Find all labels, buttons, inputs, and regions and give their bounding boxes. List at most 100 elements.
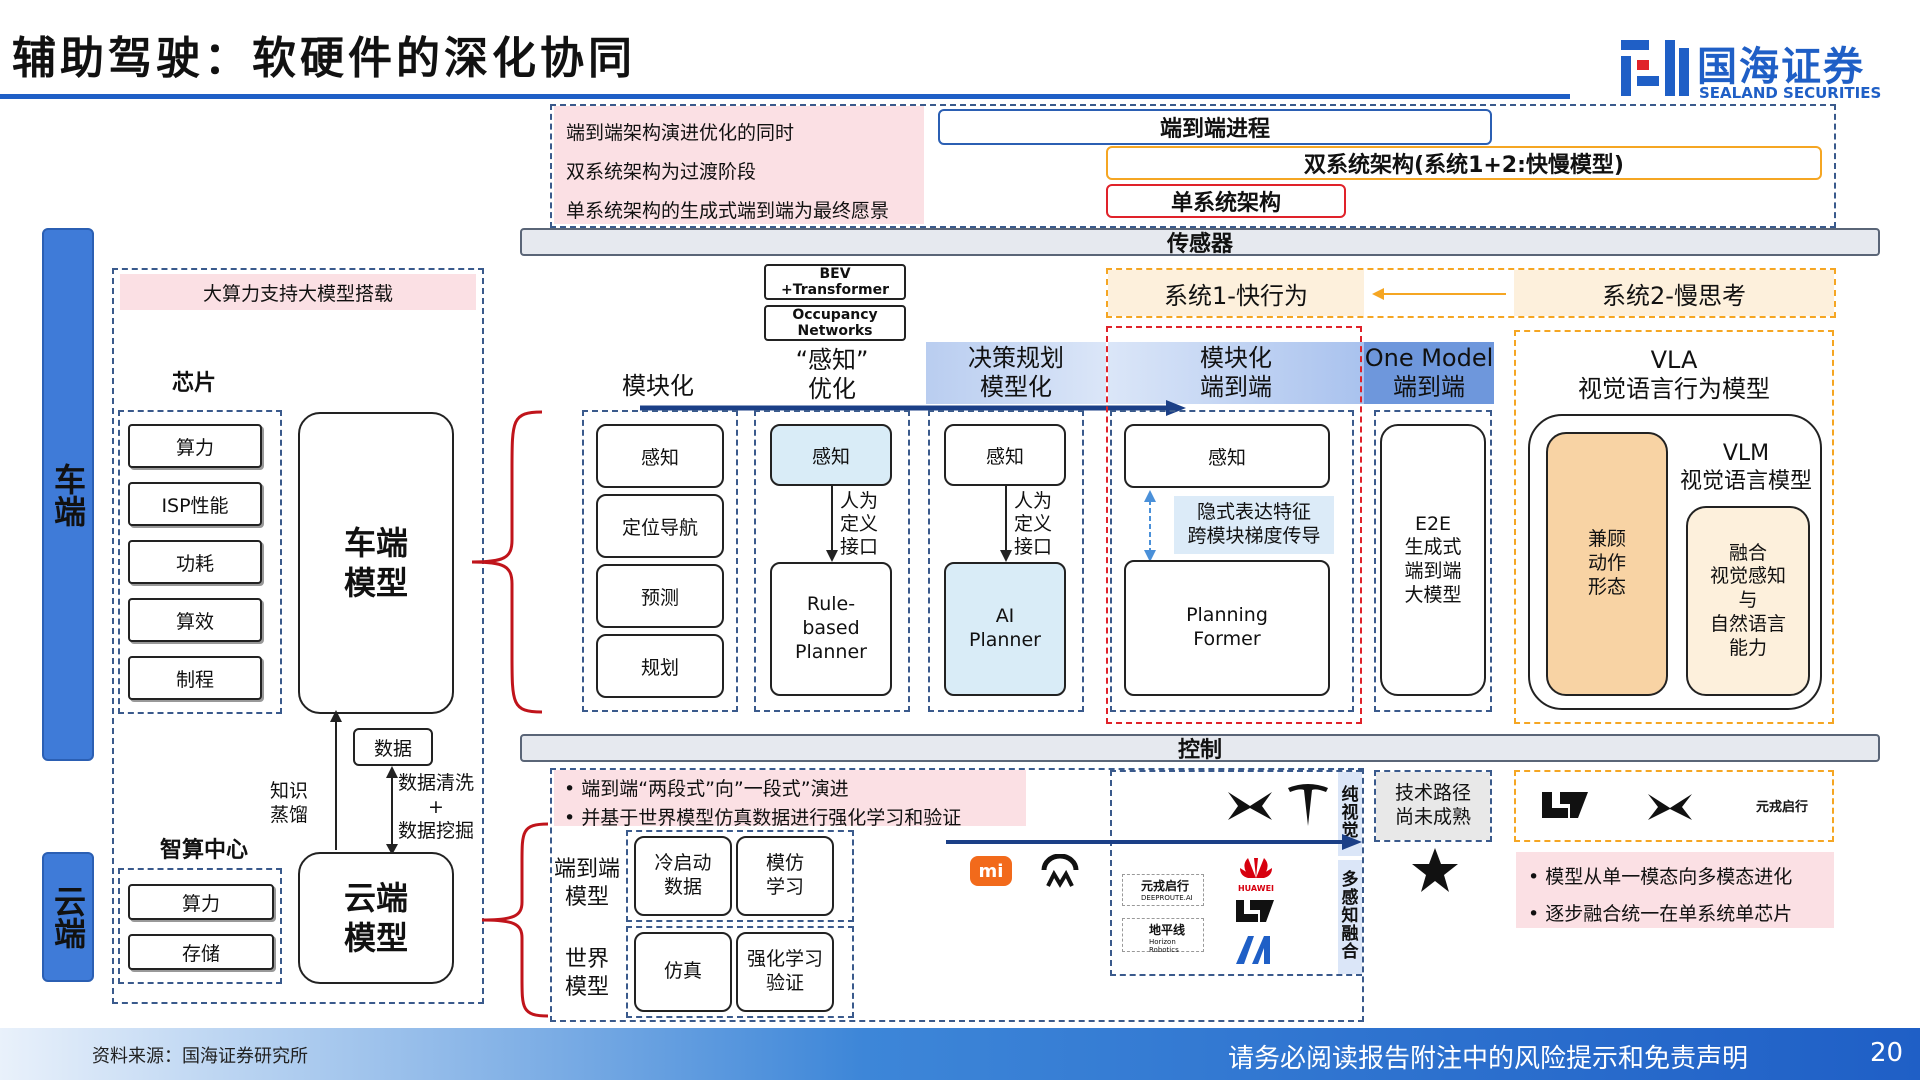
control-text: 控制	[1177, 738, 1222, 763]
world-cells-frame	[626, 926, 854, 1018]
bottom-frame	[550, 768, 1364, 1022]
tech-route-bg: 技术路径 尚未成熟	[1376, 772, 1490, 840]
col5-box: E2E 生成式 端到端 大模型	[1380, 424, 1486, 696]
company-logo: 国海证券 SEALAND SECURITIES	[1615, 34, 1915, 104]
col3-mid: 人为 定义 接口	[1014, 490, 1053, 558]
col3-frame	[928, 410, 1084, 712]
bullet-icon: •	[1528, 903, 1546, 925]
footer-bar	[0, 1028, 1920, 1080]
tech-frame	[1374, 770, 1492, 842]
page-title: 辅助驾驶：软硬件的深化协同	[12, 33, 636, 84]
stage-modular-e2e-bg: 模块化 端到端	[1108, 342, 1364, 404]
col4-top-box: 感知	[1124, 424, 1330, 488]
huawei-text: HUAWEI	[1237, 884, 1275, 893]
car-end-text: 车端	[49, 462, 87, 527]
note-item: • 端到端“两段式”向”一段式”演进	[564, 774, 1016, 801]
col6-outer-box	[1528, 414, 1822, 710]
stage-modular-e2e: 模块化 端到端	[1200, 344, 1272, 401]
right-notes-list: • 模型从单一模态向多模态进化 • 逐步融合统一在单系统单芯片	[1528, 862, 1822, 926]
col6-left: 兼顾 动作 形态	[1587, 528, 1626, 598]
data-arrows	[330, 710, 398, 855]
aito-logo-icon	[1236, 936, 1270, 964]
huawei-petals-icon	[1240, 858, 1272, 878]
note-text: 单系统架构的生成式端到端为最终愿景	[566, 200, 890, 222]
col3-bot-box: AI Planner	[944, 562, 1066, 696]
xpeng-logo-icon	[1228, 792, 1272, 820]
evolution-arrow-icon	[640, 400, 1186, 416]
col1-item: 定位导航	[596, 494, 724, 558]
sensor-bar: 传感器	[520, 228, 1880, 257]
col6-right-box: 融合 视觉感知 与 自然语言 能力	[1686, 506, 1810, 696]
col5-frame	[1374, 410, 1492, 712]
pure-vision-text: 纯 视 觉	[1341, 785, 1359, 841]
world-model-label: 世界 模型	[564, 947, 609, 1000]
col4-arrow	[1144, 490, 1156, 562]
top-frame	[550, 104, 1836, 228]
note-item: • 逐步融合统一在单系统单芯片	[1528, 899, 1822, 926]
xpeng-logo2-icon	[1648, 794, 1692, 820]
single-system-bar: 单系统架构	[1106, 184, 1346, 218]
stage-modular: 模块化	[622, 372, 694, 400]
col6-left-box: 兼顾 动作 形态	[1546, 432, 1668, 696]
li-auto-logo2-icon	[1542, 792, 1588, 818]
col4-bot-box: Planning Former	[1124, 560, 1330, 696]
note-item: 双系统架构为过渡阶段	[566, 157, 924, 184]
right-brand-frame	[1514, 770, 1834, 842]
col4-red-frame	[1106, 326, 1362, 724]
logo-cn: 国海证券	[1697, 44, 1865, 90]
cloud-model-box: 云端 模型	[298, 852, 454, 984]
single-system-text: 单系统架构	[1170, 191, 1281, 216]
col4-mid-bg: 隐式表达特征 跨模块梯度传导	[1174, 496, 1334, 554]
compute-note: 大算力支持大模型搭载	[120, 274, 476, 310]
horizon-cn: 地平线	[1149, 923, 1186, 937]
multi-fusion-label: 多 感 知 融 合	[1338, 860, 1362, 974]
note-text: 端到端“两段式”向”一段式”演进	[581, 778, 849, 800]
right-notes: • 模型从单一模态向多模态进化 • 逐步融合统一在单系统单芯片	[1516, 852, 1834, 928]
cloud-model-text: 云端 模型	[343, 879, 408, 957]
star-icon	[1412, 848, 1458, 892]
footer-source: 资料来源：国海证券研究所	[92, 1046, 308, 1067]
chip-item: 算力	[128, 424, 262, 468]
col6-right: 融合 视觉感知 与 自然语言 能力	[1709, 541, 1786, 659]
note-text: 端到端架构演进优化的同时	[566, 122, 795, 144]
e2e-model-label: 端到端 模型	[553, 857, 620, 910]
clean-label: 数据清洗 + 数据挖掘	[398, 772, 475, 842]
stage-one-model-bg: One Model 端到端	[1364, 342, 1494, 404]
col1-item: 预测	[596, 564, 724, 628]
col1-item: 规划	[596, 634, 724, 698]
sys1-label: 系统1-快行为	[1164, 281, 1308, 310]
e2e-progress-text: 端到端进程	[1159, 117, 1270, 142]
bullet-icon: •	[1528, 866, 1546, 888]
header-rule	[0, 94, 1570, 99]
col3-bot: AI Planner	[969, 605, 1041, 651]
col2-arrow	[826, 486, 838, 562]
sys2-label: 系统2-慢思考	[1602, 281, 1746, 310]
stage-vla: VLA 视觉语言行为模型	[1578, 346, 1770, 403]
cloud-end-label: 云端	[42, 852, 94, 982]
col1-frame	[582, 410, 738, 712]
data-box: 数据	[353, 728, 433, 766]
bottom-cell: 模仿 学习	[736, 836, 834, 916]
bottom-cell: 冷启动 数据	[634, 836, 732, 916]
col2-frame	[754, 410, 910, 712]
sys2-label-bg: 系统2-慢思考	[1514, 270, 1834, 316]
huawei-logo: HUAWEI	[1228, 856, 1284, 893]
dual-system-text: 双系统架构(系统1+2:快慢模型)	[1304, 153, 1624, 178]
chip-item: ISP性能	[128, 482, 262, 526]
center-item: 存储	[128, 934, 274, 970]
col6-frame	[1514, 330, 1834, 724]
deeproute2-cn: 元戎启行	[1756, 800, 1809, 815]
note-text: 模型从单一模态向多模态进化	[1545, 866, 1793, 888]
col3-arrow	[1000, 486, 1012, 562]
bottom-notes: • 端到端“两段式”向”一段式”演进• 并基于世界模型仿真数据进行强化学习和验证	[554, 770, 1026, 829]
footer-page-number: 20	[1870, 1038, 1904, 1068]
chip-item: 功耗	[128, 540, 262, 584]
cloud-brace-icon	[481, 822, 549, 1018]
occ-box: Occupancy Networks	[764, 305, 906, 341]
bev-box: BEV +Transformer	[764, 264, 906, 300]
sys-arrow-icon	[1372, 288, 1506, 300]
car-brace-icon	[471, 410, 543, 714]
top-notes-list: 端到端架构演进优化的同时双系统架构为过渡阶段单系统架构的生成式端到端为最终愿景	[566, 118, 924, 223]
chip-label: 芯片	[172, 371, 217, 396]
bottom-cell: 仿真	[634, 932, 732, 1012]
